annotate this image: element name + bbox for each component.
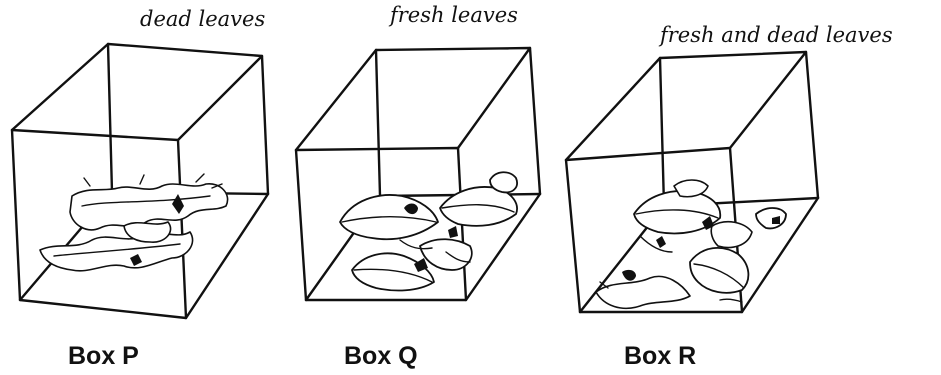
box-p-label: Box P xyxy=(68,342,139,370)
box-p-outline xyxy=(12,44,268,318)
box-r-label: Box R xyxy=(624,342,696,370)
box-q-fresh-leaves xyxy=(340,172,517,290)
box-q-label: Box Q xyxy=(344,342,418,370)
box-r: fresh and dead leaves Box R xyxy=(566,23,893,370)
box-p-dead-leaves xyxy=(40,174,228,271)
box-r-note: fresh and dead leaves xyxy=(658,23,893,47)
box-q-note: fresh leaves xyxy=(388,3,518,27)
box-p-note: dead leaves xyxy=(140,7,265,31)
box-q: fresh leaves Box Q xyxy=(296,3,540,370)
box-p: dead leaves Box P xyxy=(12,7,268,370)
